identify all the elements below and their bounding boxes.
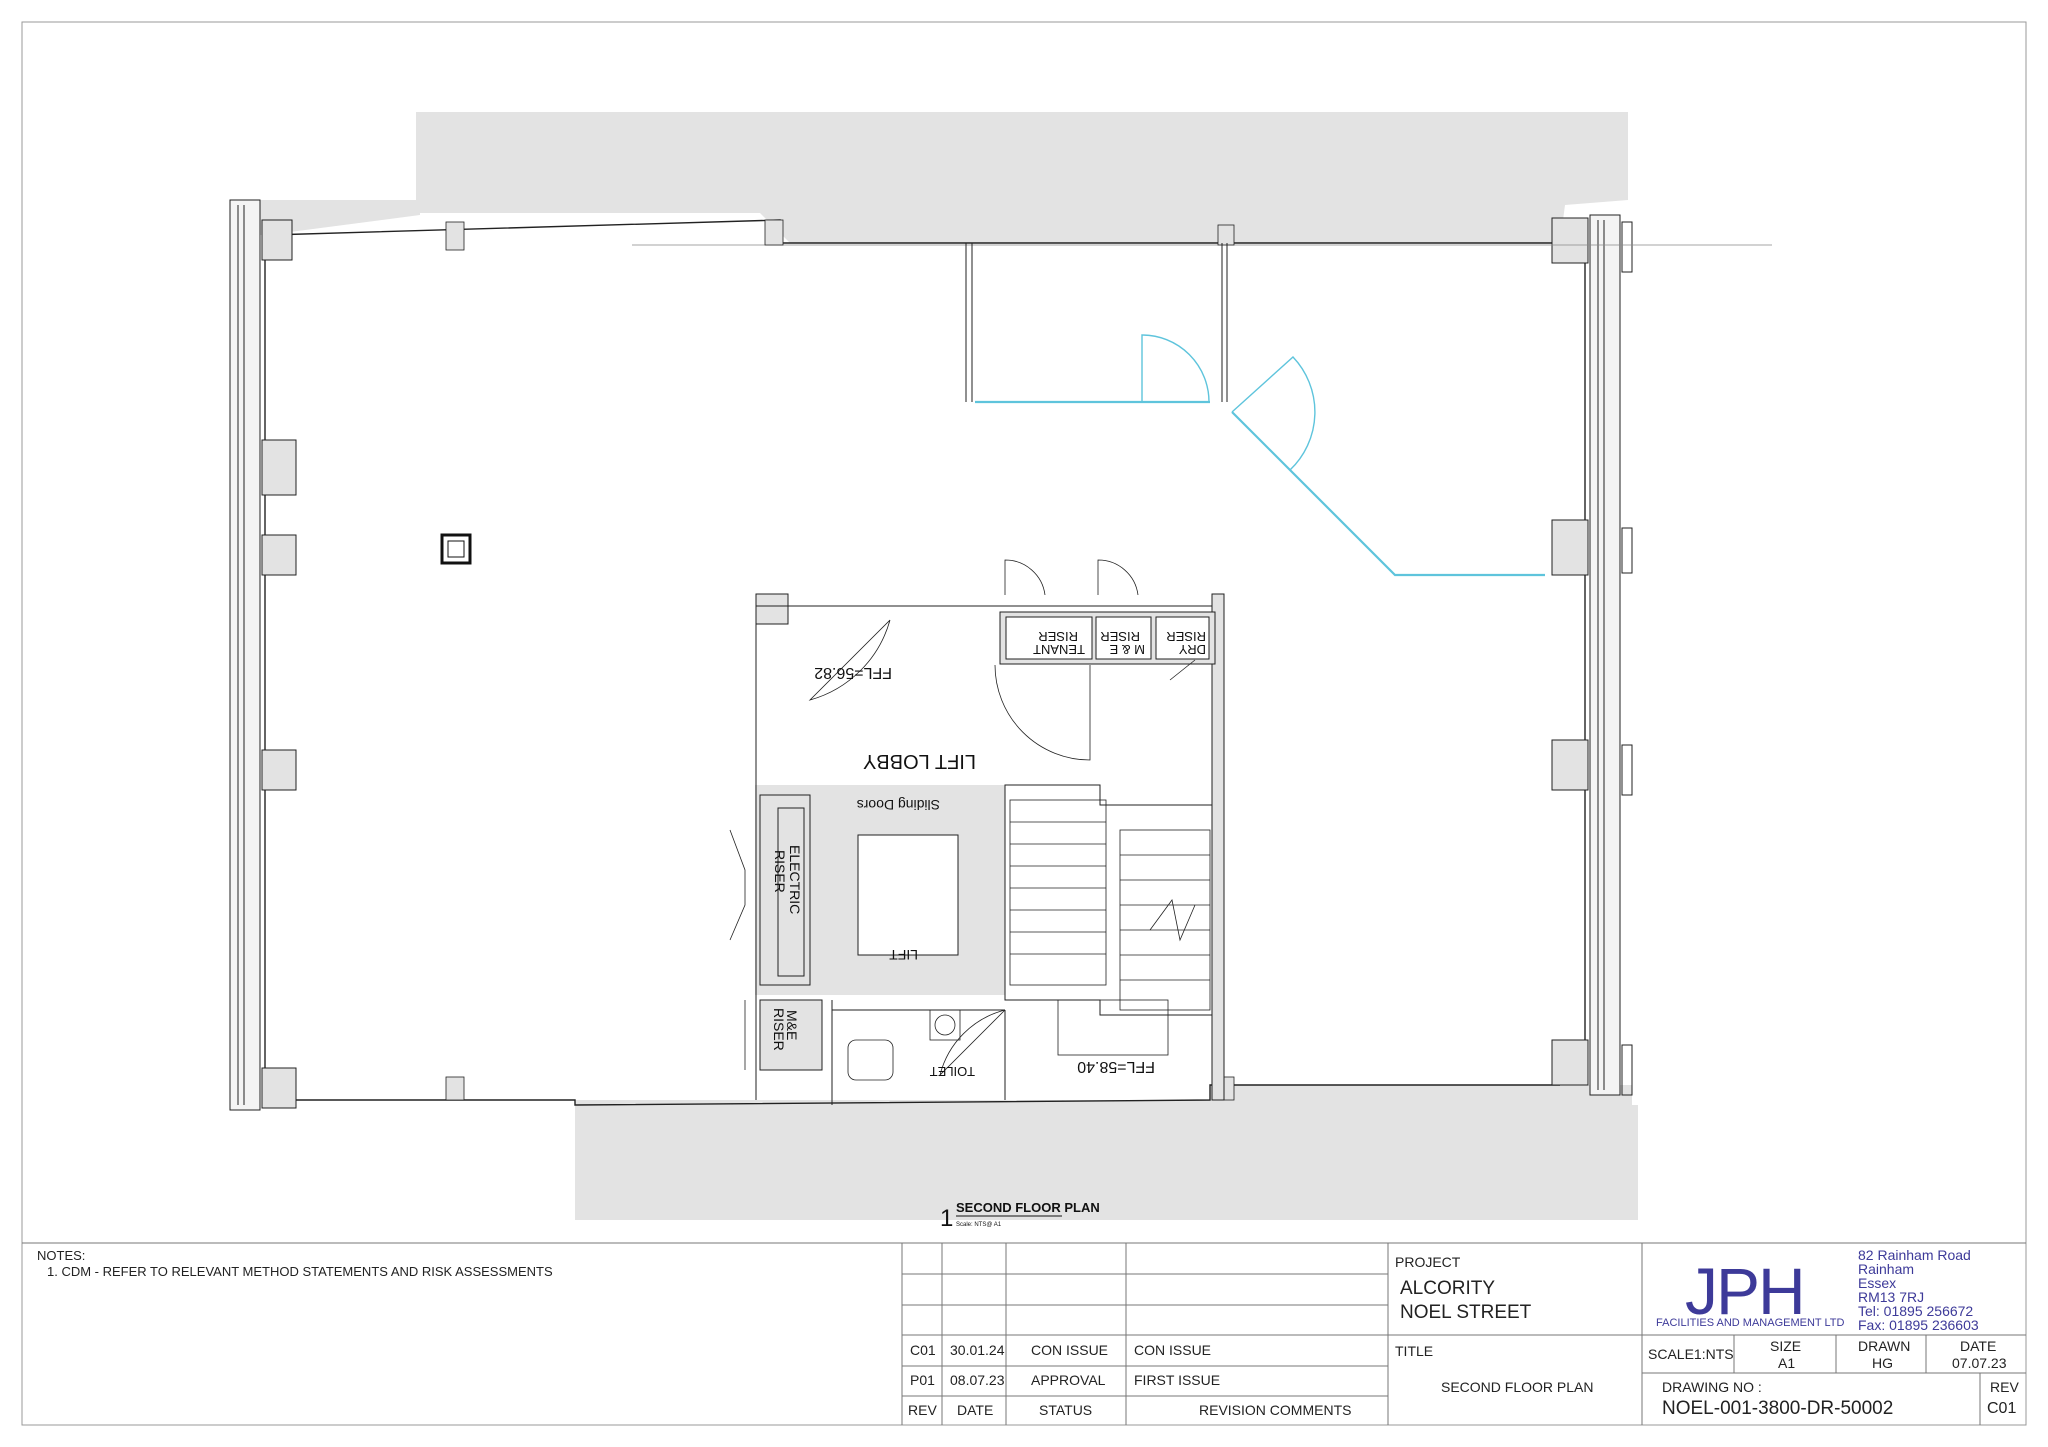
company-address-1: 82 Rainham Road	[1858, 1247, 1971, 1263]
drawing-no-label: DRAWING NO :	[1662, 1379, 1762, 1395]
new-partitions	[975, 334, 1545, 577]
left-facade	[229, 199, 297, 1111]
size-label: SIZE	[1770, 1338, 1802, 1354]
label-lift: LIFT	[889, 947, 918, 963]
title-value: SECOND FLOOR PLAN	[1441, 1379, 1594, 1395]
rev-header-status: STATUS	[1039, 1402, 1093, 1418]
rev-row-1-comments: CON ISSUE	[1134, 1342, 1212, 1358]
right-facade	[1551, 214, 1633, 1096]
rev-row-1-rev: C01	[910, 1342, 936, 1358]
drawn-label: DRAWN	[1858, 1338, 1911, 1354]
rev-row-1-status: CON ISSUE	[1031, 1342, 1109, 1358]
rev-value: C01	[1987, 1400, 2017, 1417]
company-address-5: Tel: 01895 256672	[1858, 1303, 1974, 1319]
label-me-riser-top-1: M & E	[1109, 642, 1145, 657]
floor-plan: LIFT LOBBY Sliding Doors LIFT ELECTRIC R…	[229, 112, 1772, 1232]
toilet-fixtures	[847, 1009, 961, 1081]
rev-row-1-date: 30.01.24	[950, 1342, 1005, 1358]
stairs	[1009, 799, 1211, 1056]
label-electric-riser-2: RISER	[772, 850, 788, 893]
view-name: SECOND FLOOR PLAN	[956, 1200, 1100, 1215]
label-electric-riser-1: ELECTRIC	[787, 845, 803, 914]
building-mass-bottom	[575, 1085, 1638, 1220]
rev-label: REV	[1990, 1379, 2019, 1395]
label-toilet: TOILET	[930, 1064, 975, 1079]
size-value: A1	[1778, 1355, 1796, 1371]
rev-row-2-comments: FIRST ISSUE	[1134, 1372, 1221, 1388]
label-ffl-stair: FFL=58.40	[1077, 1058, 1155, 1075]
rev-row-2-status: APPROVAL	[1031, 1372, 1106, 1388]
rev-row-2-date: 08.07.23	[950, 1372, 1005, 1388]
project-line-1: ALCORITY	[1400, 1278, 1496, 1299]
rev-header-rev: REV	[908, 1402, 937, 1418]
label-dry-riser-1: DRY	[1178, 642, 1206, 657]
rev-header-comments: REVISION COMMENTS	[1199, 1402, 1352, 1418]
label-ffl-lobby: FFL=56.82	[814, 664, 892, 681]
company-address-3: Essex	[1858, 1275, 1897, 1291]
lift-car	[857, 834, 959, 956]
company-address-6: Fax: 01895 236603	[1858, 1317, 1979, 1333]
project-label: PROJECT	[1395, 1254, 1461, 1270]
room-labels: LIFT LOBBY Sliding Doors LIFT ELECTRIC R…	[771, 629, 1206, 1079]
notes-heading: NOTES:	[37, 1248, 86, 1263]
drawing-no: NOEL-001-3800-DR-50002	[1662, 1398, 1894, 1419]
date-value: 07.07.23	[1952, 1355, 2007, 1371]
company-address-2: Rainham	[1858, 1261, 1915, 1277]
building-mass-top	[416, 112, 1628, 243]
top-room	[965, 243, 1228, 402]
project-line-2: NOEL STREET	[1400, 1302, 1532, 1323]
label-me-riser-2: RISER	[771, 1008, 787, 1051]
company-logo: JPH	[1685, 1254, 1806, 1328]
sheet-border	[21, 21, 2027, 1426]
label-me-riser-top-2: RISER	[1100, 629, 1140, 644]
view-scale: Scale: NTS@ A1	[956, 1222, 1002, 1228]
title-block-grid	[22, 1242, 2026, 1425]
label-lift-lobby: LIFT LOBBY	[863, 750, 976, 772]
company-tagline: FACILITIES AND MANAGEMENT LTD	[1656, 1317, 1845, 1329]
label-tenant-riser-1: TENANT	[1033, 642, 1085, 657]
view-title: 1 SECOND FLOOR PLAN Scale: NTS@ A1	[940, 1200, 1100, 1232]
label-dry-riser-2: RISER	[1166, 629, 1206, 644]
doors	[729, 559, 1196, 1077]
rev-header-date: DATE	[957, 1402, 994, 1418]
title-label: TITLE	[1395, 1343, 1434, 1359]
label-tenant-riser-2: RISER	[1038, 629, 1078, 644]
rev-row-2-rev: P01	[910, 1372, 935, 1388]
label-sliding-doors: Sliding Doors	[857, 797, 940, 813]
scale-value: SCALE1:NTS	[1648, 1346, 1734, 1362]
view-number: 1	[940, 1205, 953, 1232]
notes-item-1: 1. CDM - REFER TO RELEVANT METHOD STATEM…	[47, 1264, 553, 1279]
column	[440, 533, 472, 565]
outer-wall-bottom	[270, 1084, 1560, 1106]
date-label: DATE	[1960, 1338, 1997, 1354]
label-me-riser-1: M&E	[784, 1010, 800, 1040]
core	[755, 593, 1225, 1105]
drawn-value: HG	[1872, 1355, 1893, 1371]
company-address-4: RM13 7RJ	[1858, 1289, 1925, 1305]
